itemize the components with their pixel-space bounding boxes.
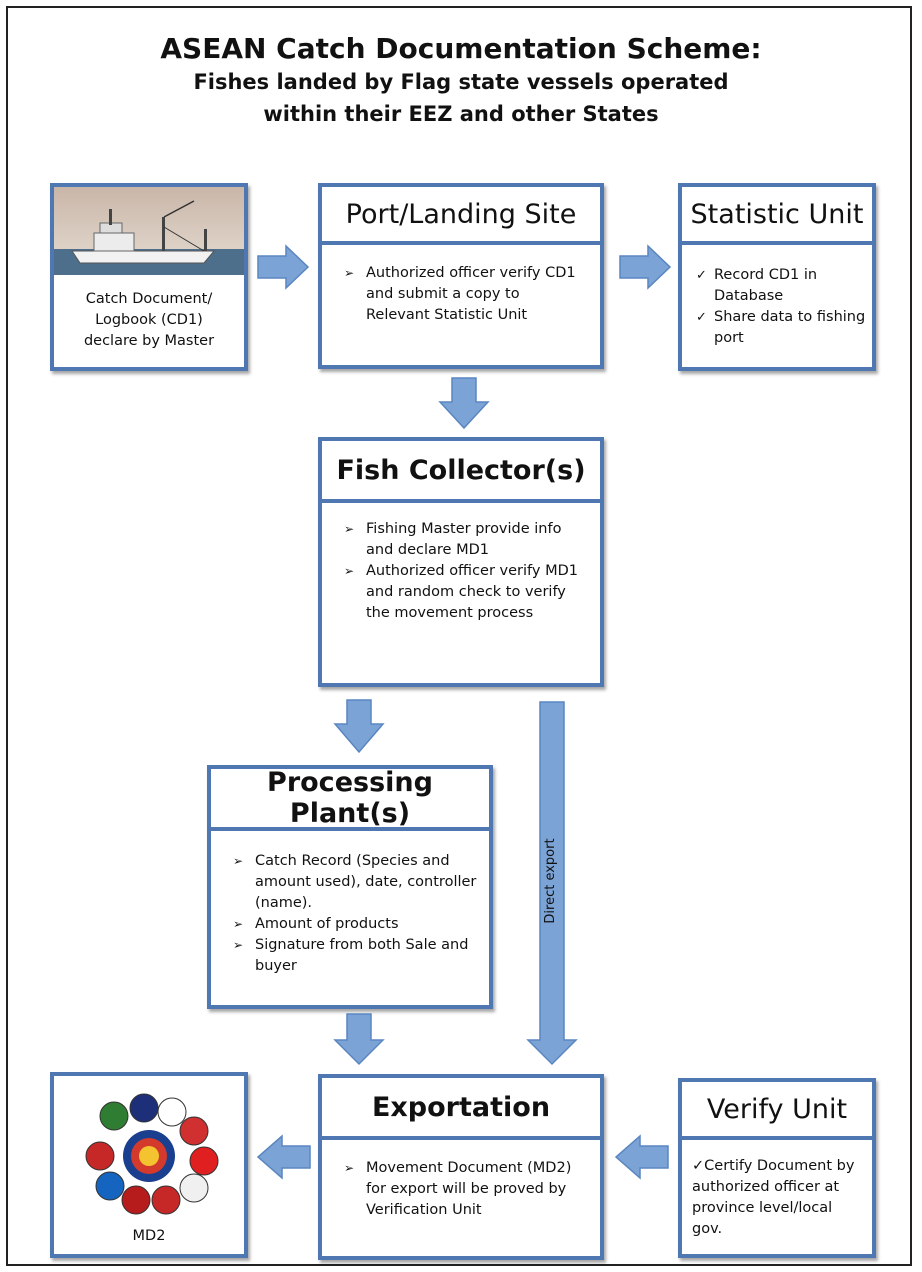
arrow-collector-to-processing <box>333 699 385 754</box>
vessel-caption-line3: declare by Master <box>83 333 215 349</box>
page-frame <box>6 6 912 1266</box>
collector-item: Fishing Master provide info and declare … <box>344 519 584 561</box>
diagram-title: ASEAN Catch Documentation Scheme: <box>160 32 762 65</box>
diagram-subtitle-line1: Fishes landed by Flag state vessels oper… <box>193 70 729 94</box>
arrow-direct-export <box>526 701 578 1066</box>
port-landing-site-box: Port/Landing Site Authorized officer ver… <box>318 183 604 369</box>
fishing-vessel-image <box>54 187 244 275</box>
collector-item: Authorized officer verify MD1 and random… <box>344 561 584 624</box>
processing-item: Amount of products <box>233 914 478 935</box>
verify-unit-text: ✓Certify Document by authorized officer … <box>692 1158 855 1237</box>
arrow-processing-to-exportation <box>333 1013 385 1066</box>
port-landing-site-title: Port/Landing Site <box>322 187 600 245</box>
processing-plant-title: Processing Plant(s) <box>211 767 489 831</box>
processing-plant-box: Processing Plant(s) Catch Record (Specie… <box>207 765 493 1009</box>
statistic-unit-title: Statistic Unit <box>682 187 872 245</box>
exportation-item: Movement Document (MD2) for export will … <box>344 1158 584 1221</box>
arrow-exportation-to-md2 <box>256 1134 311 1180</box>
direct-export-label: Direct export <box>543 838 558 924</box>
fish-collector-box: Fish Collector(s) Fishing Master provide… <box>318 437 604 687</box>
fish-collector-title: Fish Collector(s) <box>322 441 600 503</box>
vessel-caption-line2: Logbook (CD1) <box>95 312 203 328</box>
verify-unit-title: Verify Unit <box>682 1082 872 1140</box>
diagram-subtitle-line2: within their EEZ and other States <box>263 102 659 126</box>
asean-flags-image <box>85 1093 219 1215</box>
verify-unit-box: Verify Unit ✓Certify Document by authori… <box>678 1078 876 1258</box>
arrow-port-to-collector <box>438 377 490 430</box>
arrow-vessel-to-port <box>257 244 310 290</box>
md2-box: MD2 <box>50 1072 248 1258</box>
md2-caption: MD2 <box>132 1228 166 1244</box>
statistic-unit-box: Statistic Unit Record CD1 in Database Sh… <box>678 183 876 371</box>
vessel-caption-line1: Catch Document/ <box>85 291 213 307</box>
processing-item: Catch Record (Species and amount used), … <box>233 851 478 914</box>
port-item: Authorized officer verify CD1 and submit… <box>344 263 584 326</box>
statistic-item: Record CD1 in Database <box>696 265 866 307</box>
arrow-verify-to-exportation <box>614 1134 669 1180</box>
exportation-box: Exportation Movement Document (MD2) for … <box>318 1074 604 1260</box>
processing-item: Signature from both Sale and buyer <box>233 935 478 977</box>
arrow-port-to-statistic <box>619 244 672 290</box>
vessel-box: Catch Document/ Logbook (CD1) declare by… <box>50 183 248 371</box>
exportation-title: Exportation <box>322 1078 600 1140</box>
statistic-item: Share data to fishing port <box>696 307 866 349</box>
